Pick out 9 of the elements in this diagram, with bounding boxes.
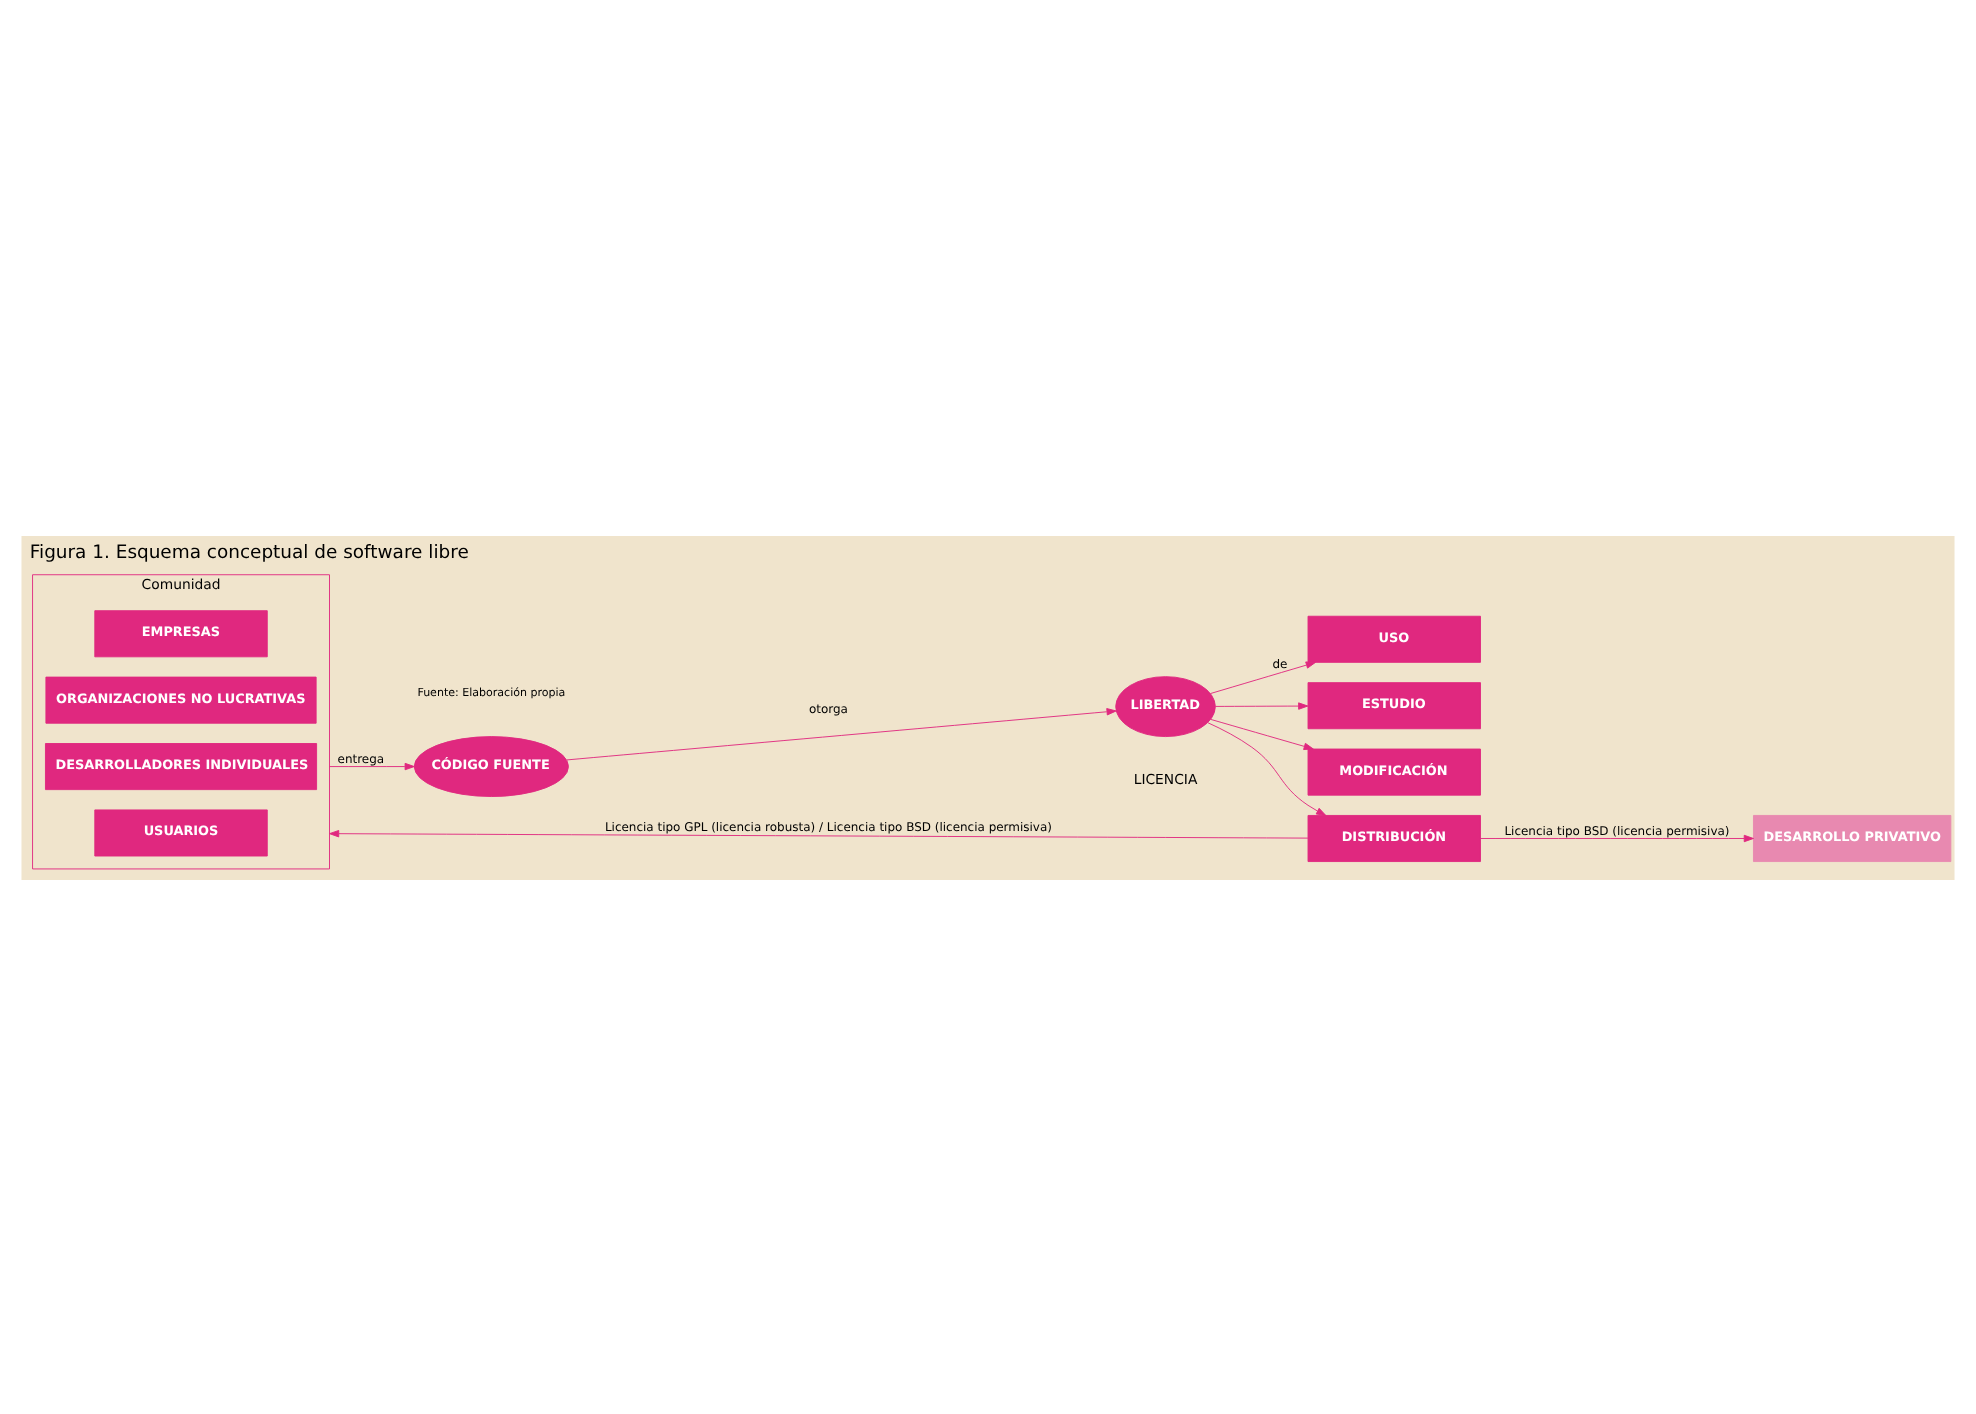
- arrow: [329, 829, 1309, 838]
- arrow: [1207, 721, 1327, 815]
- arrow: [1214, 701, 1309, 709]
- diagram-title: Figura 1. Esquema conceptual de software libre: [29, 541, 469, 564]
- arrow: [1210, 660, 1316, 693]
- arrow: [1210, 717, 1314, 749]
- arrow: [1480, 833, 1754, 842]
- arrow: [566, 707, 1117, 760]
- arrow: [329, 761, 415, 770]
